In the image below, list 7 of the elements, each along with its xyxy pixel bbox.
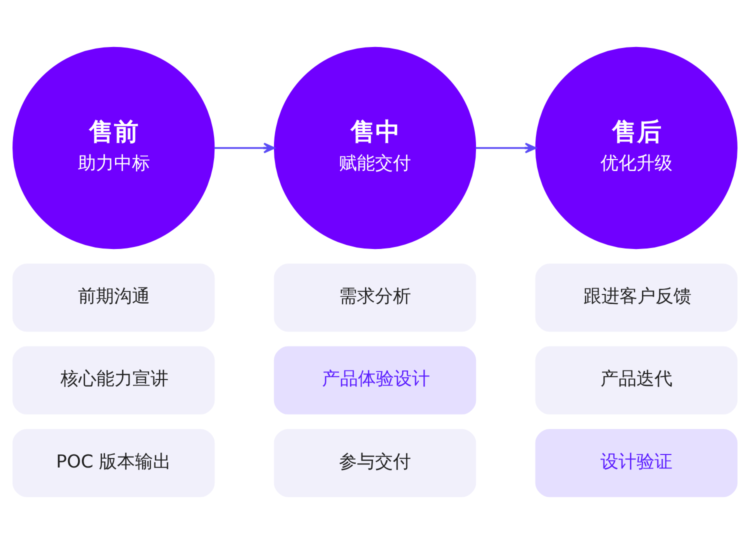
node-circle: 售前 助力中标 bbox=[12, 46, 215, 249]
node-box: 设计验证 bbox=[535, 428, 738, 497]
arrow bbox=[214, 142, 276, 153]
node-circle: 售后 优化升级 bbox=[535, 46, 738, 249]
arrow bbox=[476, 142, 536, 153]
node-circle: 售中 赋能交付 bbox=[274, 46, 476, 249]
node-box: 产品体验设计 bbox=[274, 346, 476, 414]
